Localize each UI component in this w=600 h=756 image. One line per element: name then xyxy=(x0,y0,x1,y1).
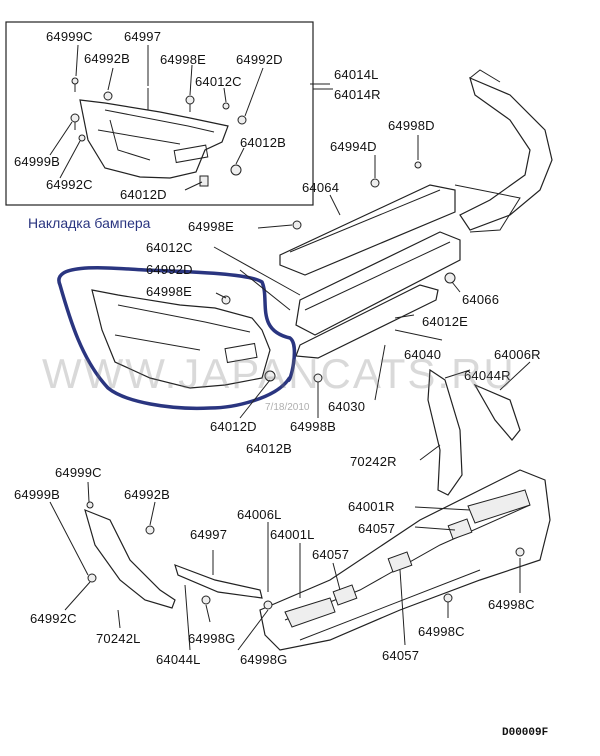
label-64992D-b: 64992D xyxy=(146,262,193,277)
label-64992C-b: 64992C xyxy=(30,611,77,626)
label-64994D: 64994D xyxy=(330,139,377,154)
label-70242L: 70242L xyxy=(96,631,141,646)
label-64057-c: 64057 xyxy=(382,648,420,663)
label-64999B: 64999B xyxy=(14,154,61,169)
label-64998E-b: 64998E xyxy=(188,219,235,234)
label-64012E: 64012E xyxy=(422,314,469,329)
label-64012D-b: 64012D xyxy=(210,419,257,434)
label-64999C-b: 64999C xyxy=(55,465,102,480)
label-64066: 64066 xyxy=(462,292,500,307)
leader-lines xyxy=(49,83,531,651)
label-64992D: 64992D xyxy=(236,52,283,67)
label-64057-b: 64057 xyxy=(312,547,350,562)
annotation-bumper-trim: Накладка бампера xyxy=(28,215,151,231)
label-64992B-b: 64992B xyxy=(124,487,171,502)
label-64998D: 64998D xyxy=(388,118,435,133)
label-64001L: 64001L xyxy=(270,527,315,542)
side-bracket-left xyxy=(84,508,263,609)
label-64992B: 64992B xyxy=(84,51,131,66)
label-64044R: 64044R xyxy=(464,368,511,383)
date-stamp: 7/18/2010 xyxy=(265,402,310,413)
label-64997: 64997 xyxy=(124,29,162,44)
cover-plate xyxy=(279,184,456,276)
label-64064: 64064 xyxy=(302,180,340,195)
label-64001R: 64001R xyxy=(348,499,395,514)
label-70242R: 70242R xyxy=(350,454,397,469)
inset-bumper-cover xyxy=(79,99,229,179)
bumper-beam xyxy=(295,231,461,336)
side-bracket-right xyxy=(427,368,521,496)
label-64040: 64040 xyxy=(404,347,442,362)
label-64998G-b: 64998G xyxy=(240,652,288,667)
label-64997-b: 64997 xyxy=(190,527,228,542)
highlighted-bumper-cover xyxy=(57,266,297,411)
label-64998B: 64998B xyxy=(290,419,337,434)
inset-fasteners xyxy=(70,77,247,187)
highlight-outline xyxy=(57,266,297,411)
label-64998C-a: 64998C xyxy=(488,597,535,612)
label-64012B: 64012B xyxy=(240,135,287,150)
label-64998C-b: 64998C xyxy=(418,624,465,639)
watermark: WWW.JAPANCATS.RU xyxy=(42,350,516,397)
label-64006L: 64006L xyxy=(237,507,282,522)
inset-frame xyxy=(5,21,314,206)
rear-bumper-upper xyxy=(454,69,553,233)
label-64044L: 64044L xyxy=(156,652,201,667)
label-64012D: 64012D xyxy=(120,187,167,202)
label-64014R: 64014R xyxy=(334,87,381,102)
label-64012C-b: 64012C xyxy=(146,240,193,255)
label-64998G-a: 64998G xyxy=(188,631,236,646)
label-64012B-b: 64012B xyxy=(246,441,293,456)
label-64999B-b: 64999B xyxy=(14,487,61,502)
label-64012C: 64012C xyxy=(195,74,242,89)
label-64014L: 64014L xyxy=(334,67,379,82)
label-64998E-c: 64998E xyxy=(146,284,193,299)
label-64992C: 64992C xyxy=(46,177,93,192)
label-64057-a: 64057 xyxy=(358,521,396,536)
label-64998E: 64998E xyxy=(160,52,207,67)
label-64030: 64030 xyxy=(328,399,366,414)
diagram-code: D00009F xyxy=(502,727,549,739)
label-64999C: 64999C xyxy=(46,29,93,44)
label-64006R: 64006R xyxy=(494,347,541,362)
inset-leader-lines xyxy=(49,44,264,191)
